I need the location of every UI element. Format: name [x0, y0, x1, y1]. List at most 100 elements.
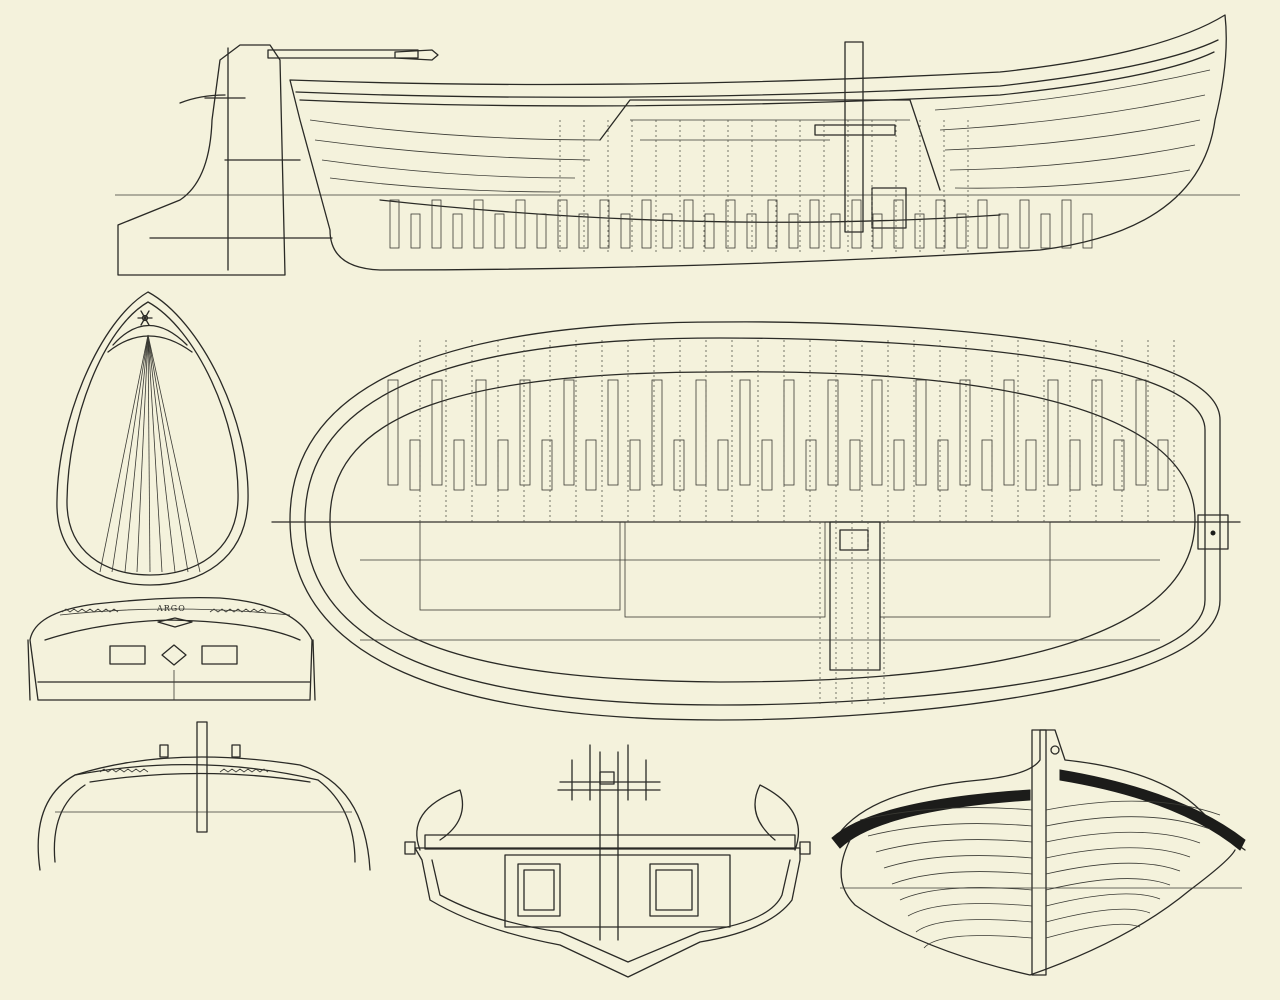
profile-frame: [893, 199, 904, 249]
profile-frame: [977, 199, 988, 249]
tiller-handle: [394, 49, 439, 61]
plan-frame: [541, 439, 553, 491]
rubbing-strake-left: [831, 789, 1031, 849]
midship-locker-left: [517, 863, 561, 917]
plan-frame: [1047, 379, 1059, 486]
profile-frame: [725, 199, 736, 249]
bow-deck-edge: [107, 335, 193, 353]
deck-inner-outline: [304, 337, 1206, 706]
bow-quarter-plank: [1045, 908, 1151, 923]
bow-plank-line: [124, 334, 149, 573]
plan-frame: [1025, 439, 1037, 491]
stern-window-left: [109, 645, 146, 665]
plan-frame: [1157, 439, 1169, 491]
plan-frame: [981, 439, 993, 491]
stern-carving-band: [59, 608, 291, 616]
stern-name-stamp: ARGO: [156, 604, 186, 613]
planking-bow: [934, 69, 1211, 111]
bow-quarter-view: [831, 729, 1246, 976]
bow-chock: [1197, 514, 1229, 550]
hull-outline: [289, 14, 1227, 271]
stern-transom-top: [44, 619, 301, 641]
stern-section-outline: [37, 756, 371, 871]
plan-frame: [519, 379, 531, 486]
plan-frame: [849, 439, 861, 491]
plan-frame: [1091, 379, 1103, 486]
mast-thwart: [814, 124, 896, 136]
bow-plank-line: [147, 334, 151, 573]
profile-frame: [536, 213, 547, 249]
midship-left-knee: [416, 789, 464, 851]
midship-locker-right: [649, 863, 699, 917]
plan-frame: [959, 379, 971, 486]
bow-quarter-plank: [875, 839, 1033, 853]
bow-quarter-sheer: [837, 729, 1246, 851]
plan-dotted-stations: [419, 340, 1175, 705]
profile-frame: [1040, 213, 1051, 249]
profile-frame: [830, 213, 841, 249]
floorboard-mid: [624, 521, 826, 618]
profile-frame: [767, 199, 778, 249]
deck-outline: [289, 321, 1221, 721]
bow-plank-line: [147, 334, 176, 573]
bow-plank-line: [147, 334, 189, 573]
profile-frame: [956, 213, 967, 249]
rudder-hook: [179, 94, 226, 104]
bow-quarter-plank: [1045, 893, 1161, 907]
plan-frame: [1113, 439, 1125, 491]
stern-elevation-outline: [29, 596, 313, 701]
profile-frame: [494, 213, 505, 249]
plan-frame: [1003, 379, 1015, 486]
profile-frame: [641, 199, 652, 249]
stern-diamond: [161, 644, 187, 666]
plan-frame: [497, 439, 509, 491]
profile-frame: [431, 199, 442, 249]
stern-elevation-view: ARGO: [27, 596, 316, 701]
profile-frame: [578, 213, 589, 249]
profile-frame: [809, 199, 820, 249]
midship-hull-outline: [414, 847, 801, 978]
profile-frame: [1019, 199, 1030, 249]
profile-frame: [998, 213, 1009, 249]
plan-frames: [387, 379, 1169, 491]
bow-quarter-plank: [907, 903, 1033, 917]
bow-planking-lines: [99, 334, 201, 573]
bow-quarter-plank: [1045, 878, 1171, 891]
plan-frame: [827, 379, 839, 486]
bow-quarter-plank: [891, 871, 1033, 885]
bow-plan-outline: [56, 291, 249, 586]
plan-frame: [409, 439, 421, 491]
bow-quarter-plank: [883, 855, 1033, 869]
plan-frame: [475, 379, 487, 486]
bow-plank-line: [147, 334, 201, 573]
sheer-line-upper: [295, 39, 1219, 98]
tiller: [267, 49, 419, 59]
bow-quarter-plank: [1045, 847, 1191, 859]
bow-quarter-plank: [1045, 923, 1141, 939]
stern-section-view: [37, 721, 371, 871]
stern-section-carving: [99, 768, 269, 773]
plan-frame: [783, 379, 795, 486]
plan-frame: [871, 379, 883, 486]
star-ornament: [137, 310, 153, 326]
planking-stern: [309, 119, 601, 141]
plan-frame: [805, 439, 817, 491]
profile-frame: [473, 199, 484, 249]
stern-section-post: [196, 721, 208, 833]
centerboard-trunk: [829, 521, 881, 671]
profile-view: [115, 14, 1240, 276]
bow-quarter-plank: [923, 935, 1033, 949]
bow-quarter-plank: [1045, 862, 1181, 875]
profile-frame: [683, 199, 694, 249]
rudder: [117, 44, 286, 276]
profile-frame: [620, 213, 631, 249]
bow-plank-line: [99, 334, 149, 573]
stern-section-deck: [74, 763, 319, 781]
mast-step: [844, 41, 864, 233]
bow-quarter-plank: [1045, 800, 1221, 816]
floorboard-bow: [879, 521, 1051, 618]
bow-quarter-plank: [899, 887, 1033, 901]
plan-frame: [453, 439, 465, 491]
plan-frame: [607, 379, 619, 486]
